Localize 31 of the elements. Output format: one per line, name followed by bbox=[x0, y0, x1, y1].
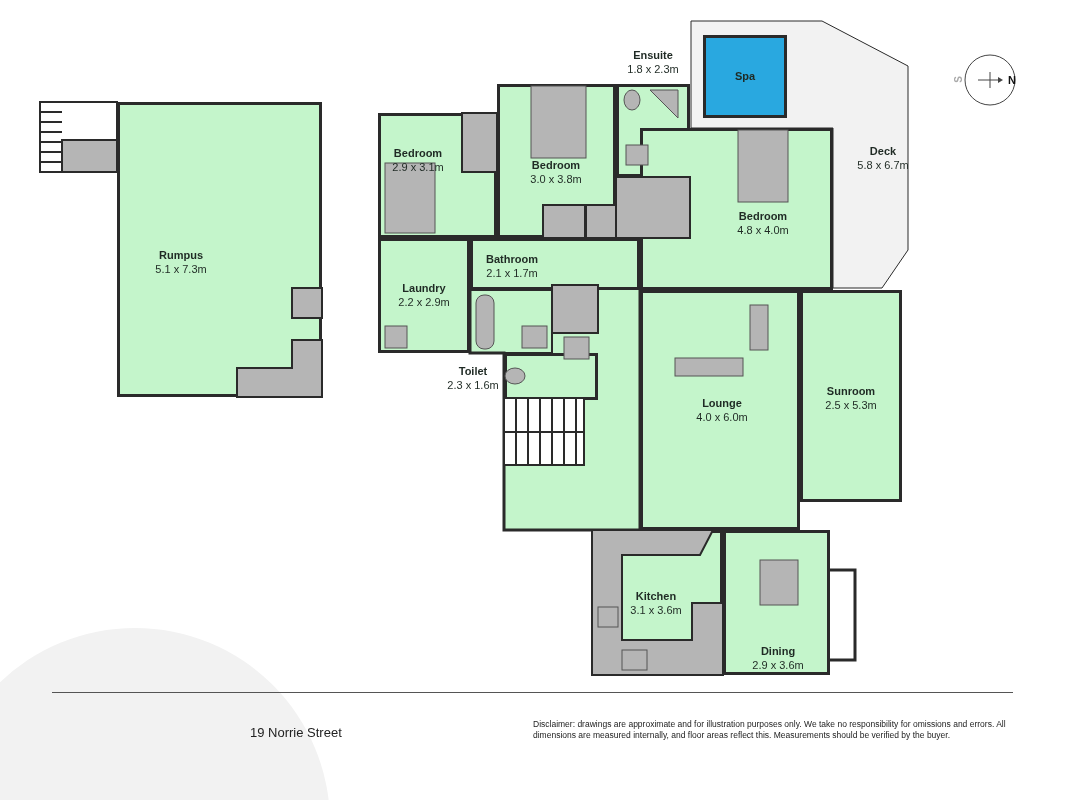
room-dimensions: 2.3 x 1.6m bbox=[447, 378, 499, 392]
room-name: Bedroom bbox=[531, 158, 581, 172]
room-name: Spa bbox=[734, 69, 756, 83]
room-name: Rumpus bbox=[159, 248, 203, 262]
room-dimensions: 2.9 x 3.6m bbox=[752, 658, 804, 672]
room-name: Dining bbox=[760, 644, 796, 658]
room-name: Bedroom bbox=[393, 146, 443, 160]
room-name: Toilet bbox=[458, 364, 488, 378]
room-dimensions: 4.0 x 6.0m bbox=[696, 410, 748, 424]
address: 19 Norrie Street bbox=[250, 724, 342, 742]
room-dimensions: 4.8 x 4.0m bbox=[737, 223, 789, 237]
room-dimensions: 2.1 x 1.7m bbox=[486, 266, 538, 280]
room-dimensions: 2.9 x 3.1m bbox=[392, 160, 444, 174]
room-name: Bathroom bbox=[486, 252, 538, 266]
compass-letter: S bbox=[951, 76, 965, 83]
disclaimer: Disclaimer: drawings are approximate and for illustration purposes only. We take no responsibility for omissions and errors. All dimensions are measured internally, and floor areas reflect this. Measurements should be verified by the buyer. bbox=[533, 719, 1007, 741]
room-name: Laundry bbox=[402, 281, 446, 295]
room-name: Ensuite bbox=[633, 48, 673, 62]
room-name: Bedroom bbox=[738, 209, 788, 223]
room-dimensions: 2.5 x 5.3m bbox=[825, 398, 877, 412]
room-name: Sunroom bbox=[826, 384, 876, 398]
compass-letter: N bbox=[1008, 73, 1016, 88]
room-dimensions: 3.0 x 3.8m bbox=[530, 172, 582, 186]
room-dimensions: 5.1 x 7.3m bbox=[155, 262, 207, 276]
room-dimensions: 1.8 x 2.3m bbox=[627, 62, 679, 76]
room-dimensions: 5.8 x 6.7m bbox=[857, 158, 909, 172]
room-name: Kitchen bbox=[635, 589, 677, 603]
room-name: Deck bbox=[869, 144, 897, 158]
room-name: Lounge bbox=[702, 396, 742, 410]
room-dimensions: 2.2 x 2.9m bbox=[398, 295, 450, 309]
room-dimensions: 3.1 x 3.6m bbox=[630, 603, 682, 617]
